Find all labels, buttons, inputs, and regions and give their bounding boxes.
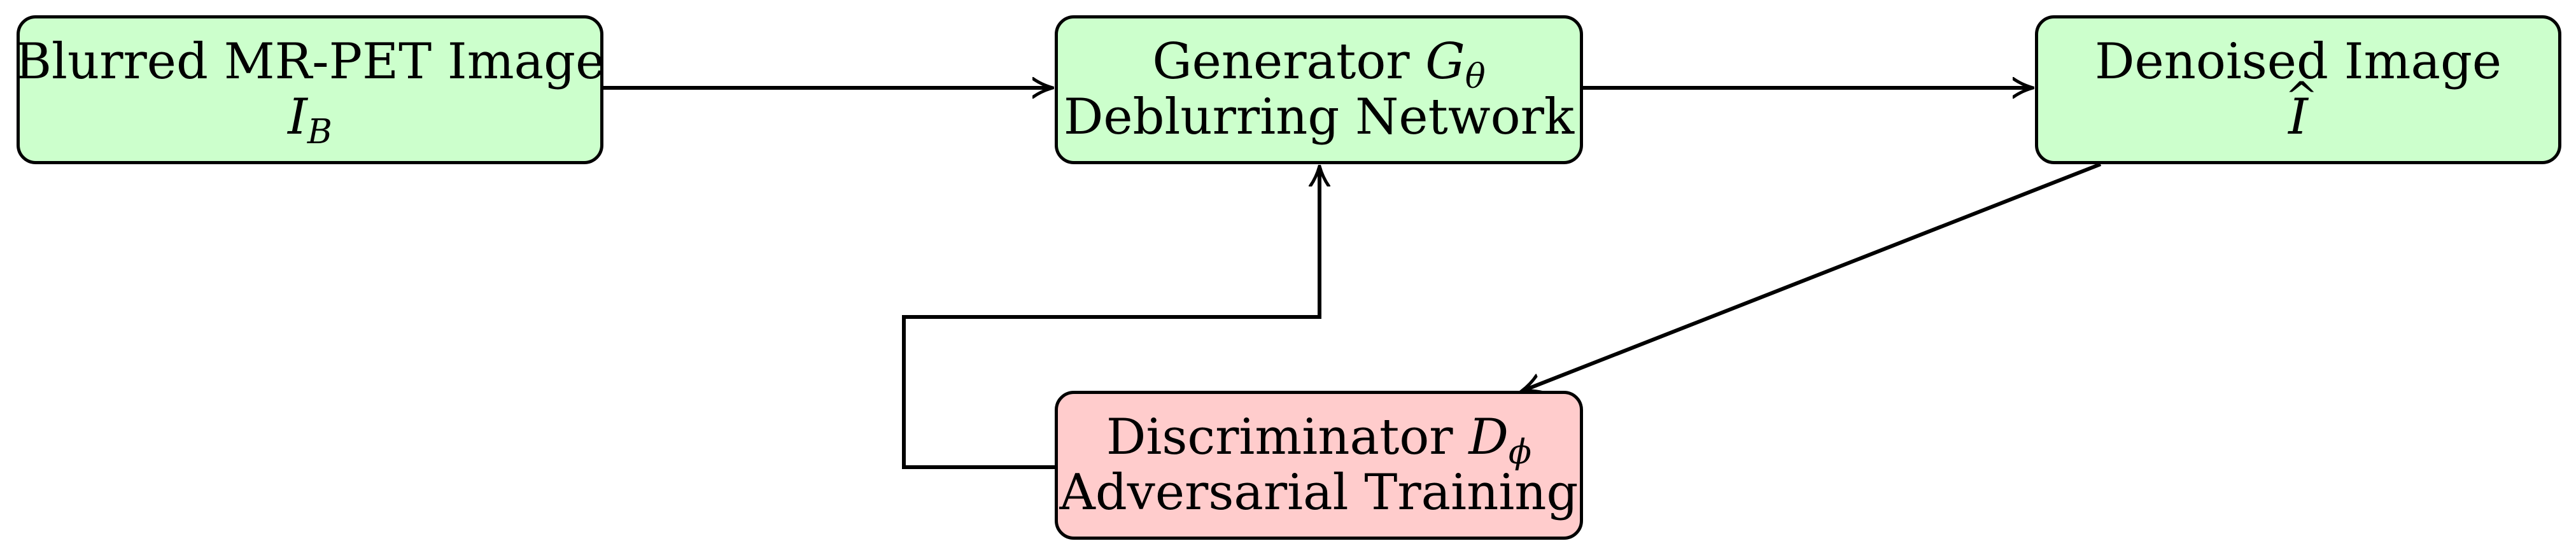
discriminator-node: Discriminator Dϕ Adversarial Training [1055,391,1583,540]
discriminator-label-prefix: Discriminator [1106,408,1469,466]
generator-title: Generator Gθ [1152,32,1485,93]
denoised-image-symbol: I [2288,89,2308,145]
denoised-image-node: Denoised Image I [2035,15,2561,164]
denoised-symbol-base: I [2288,89,2308,145]
edge-discriminator-to-generator [902,167,1320,469]
blurred-image-label: Blurred MR-PET Image [15,32,605,90]
edge-denoised-to-discriminator [1523,162,2102,391]
blurred-symbol-base: I [288,88,307,146]
discriminator-subtitle: Adversarial Training [1059,464,1579,521]
discriminator-symbol-base: D [1468,408,1509,466]
discriminator-symbol: Dϕ [1468,408,1531,468]
discriminator-title: Discriminator Dϕ [1106,408,1531,468]
generator-node: Generator Gθ Deblurring Network [1055,15,1583,164]
generator-label-prefix: Generator [1152,32,1426,90]
blurred-image-symbol: IB [288,88,332,148]
generator-symbol-base: G [1425,32,1465,90]
blurred-symbol-subscript: B [307,111,332,151]
generator-symbol-subscript: θ [1465,56,1486,96]
generator-subtitle: Deblurring Network [1063,88,1575,146]
discriminator-symbol-subscript: ϕ [1508,432,1532,472]
generator-symbol: Gθ [1425,32,1485,93]
blurred-image-node: Blurred MR-PET Image IB [15,15,605,164]
